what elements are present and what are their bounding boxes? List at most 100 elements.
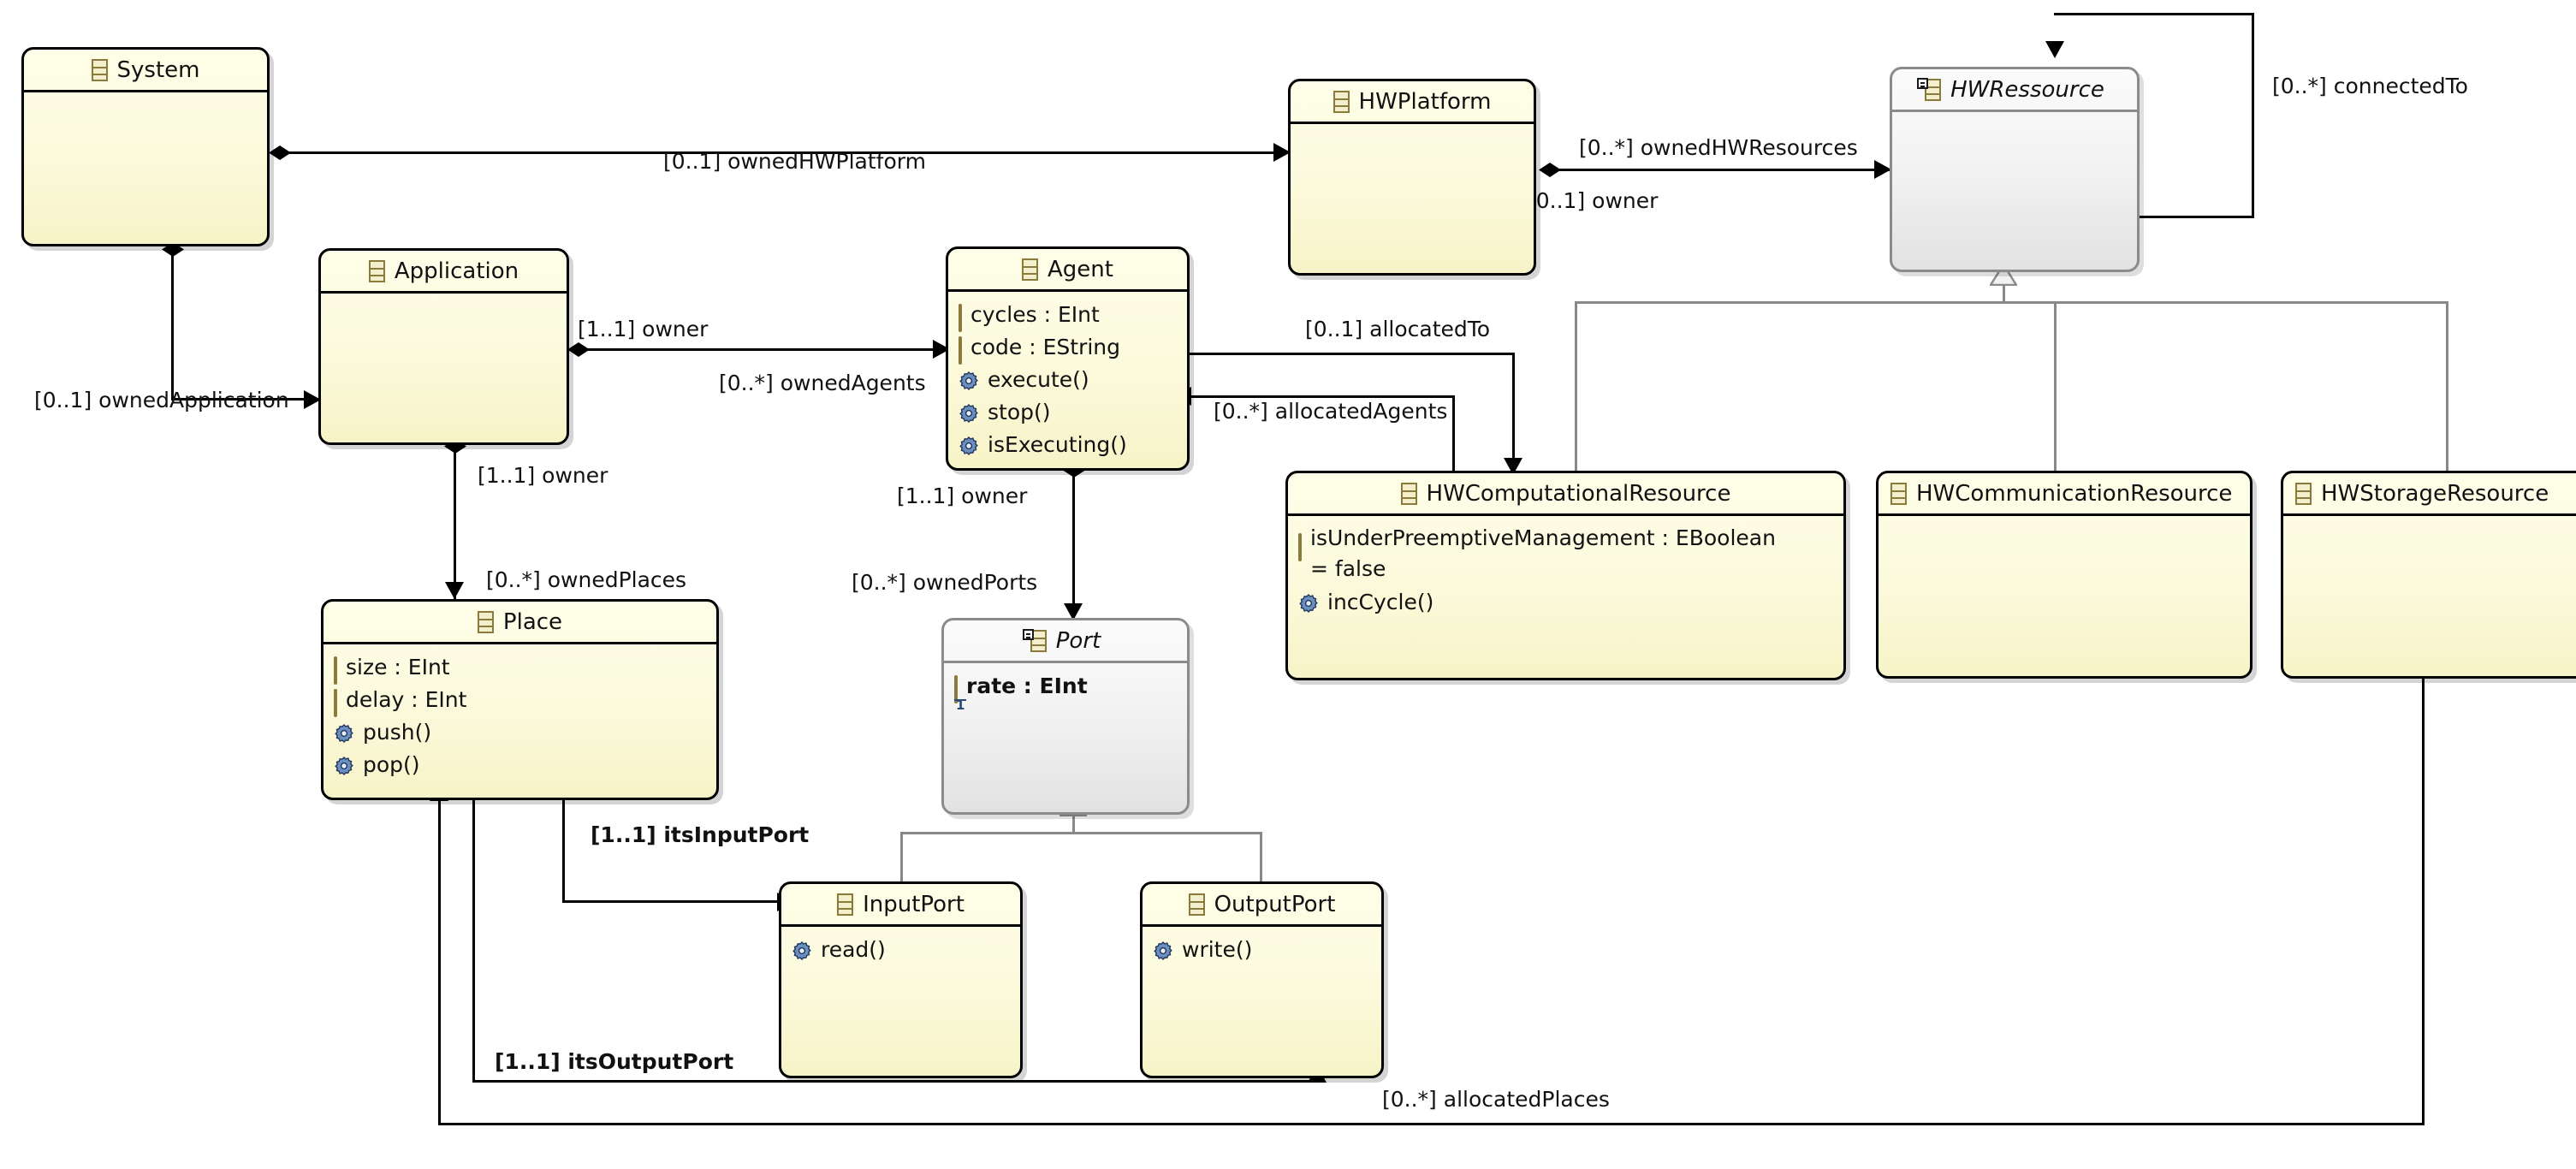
class-header-hwressource: HWRessource	[1892, 69, 2137, 112]
class-body-place: size : EInt delay : EInt push() pop()	[323, 644, 716, 781]
edge-allocatedPlaces-v2	[438, 796, 441, 1125]
class-body-agent: cycles : EInt code : EString execute() s…	[948, 292, 1187, 461]
edge-allocatedAgents-v	[1452, 395, 1455, 477]
abstract-marker-icon	[1022, 628, 1034, 640]
class-name-place: Place	[502, 608, 563, 635]
operation-gear-icon	[959, 371, 979, 391]
class-header-agent: Agent	[948, 249, 1187, 292]
operation-gear-icon	[959, 436, 979, 456]
operation-text: pop()	[363, 752, 420, 777]
class-box-system[interactable]: System	[21, 47, 270, 246]
operation-text: isExecuting()	[988, 432, 1127, 457]
edge-connectedTo-left	[2252, 13, 2254, 218]
edge-label-allocatedPlaces: [0..*] allocatedPlaces	[1382, 1087, 1610, 1112]
abstract-marker-icon	[1917, 77, 1929, 89]
class-header-application: Application	[321, 251, 567, 294]
edge-ownedHWResources-diamond	[1539, 163, 1561, 177]
class-name-hwressource: HWRessource	[1950, 76, 2104, 103]
eclass-icon	[477, 610, 494, 633]
edge-label-connectedTo: [0..*] connectedTo	[2272, 74, 2468, 98]
gen-hwressource-triangle	[1990, 264, 2017, 286]
eclass-icon	[1022, 258, 1039, 281]
class-box-hwcommunicationresource[interactable]: HWCommunicationResource	[1876, 471, 2253, 679]
class-name-port: Port	[1055, 627, 1101, 654]
class-header-hwcomputationalresource: HWComputationalResource	[1288, 473, 1843, 516]
class-box-outputport[interactable]: OutputPort write()	[1140, 881, 1384, 1078]
class-box-hwressource[interactable]: HWRessource	[1890, 67, 2140, 272]
class-body-hwressource	[1892, 112, 2137, 119]
edge-label-ownedAgents: [0..*] ownedAgents	[719, 371, 926, 395]
attribute-icon	[959, 304, 962, 332]
edge-label-allocatedTo: [0..1] allocatedTo	[1305, 317, 1491, 341]
class-box-place[interactable]: Place size : EInt delay : EInt push()	[321, 599, 719, 800]
gen-port-stem	[1072, 813, 1075, 834]
class-body-hwcommunicationresource	[1879, 516, 2250, 523]
operation-text: execute()	[988, 367, 1089, 392]
gen-port-bus	[900, 832, 1262, 834]
operation-gear-icon	[792, 941, 812, 961]
class-box-hwplatform[interactable]: HWPlatform	[1288, 79, 1536, 276]
operation-gear-icon	[959, 403, 979, 424]
edge-label-ownedPorts: [0..*] ownedPorts	[852, 570, 1038, 595]
edge-label-owner-app: [1..1] owner	[578, 317, 709, 341]
edge-ownedHWPlatform-line	[282, 151, 1288, 154]
attribute-row: code : EString	[948, 331, 1187, 365]
class-box-port[interactable]: Port 1 rate : EInt	[941, 618, 1190, 815]
class-name-application: Application	[394, 258, 519, 284]
operation-row: write()	[1143, 934, 1381, 966]
edge-label-ownedPlaces: [0..*] ownedPlaces	[486, 567, 687, 592]
attribute-row: 1 rate : EInt	[944, 670, 1187, 712]
edge-connectedTo-arrow	[2045, 41, 2064, 58]
attribute-row: cycles : EInt	[948, 299, 1187, 332]
class-header-outputport: OutputPort	[1143, 884, 1381, 927]
edge-itsOutputPort-v	[472, 800, 475, 1083]
edge-connectedTo-top	[2054, 13, 2254, 15]
eclass-icon	[1188, 893, 1205, 916]
eclass-icon	[1890, 482, 1907, 505]
class-name-agent: Agent	[1048, 256, 1113, 282]
operation-row: isExecuting()	[948, 429, 1187, 461]
eclass-icon	[837, 893, 854, 916]
eclass-icon	[1400, 482, 1417, 505]
class-name-hwcomputationalresource: HWComputationalResource	[1426, 480, 1731, 507]
class-body-port: 1 rate : EInt	[944, 663, 1187, 712]
eclass-icon	[1333, 90, 1350, 113]
attribute-row: isUnderPreemptiveManagement : EBoolean =…	[1288, 523, 1843, 586]
operation-gear-icon	[1298, 593, 1319, 614]
edge-ownedPorts-arrow	[1064, 603, 1083, 620]
edge-ownedApplication-arrow	[304, 390, 321, 409]
edge-ownedHWResources-line	[1553, 169, 1890, 171]
edge-label-allocatedAgents: [0..*] allocatedAgents	[1214, 399, 1448, 424]
class-name-hwcommunicationresource: HWCommunicationResource	[1916, 480, 2233, 507]
operation-text: stop()	[988, 400, 1051, 424]
class-box-application[interactable]: Application	[318, 248, 569, 445]
class-box-hwstorageresource[interactable]: HWStorageResource	[2281, 471, 2576, 679]
class-box-inputport[interactable]: InputPort read()	[779, 881, 1023, 1078]
attribute-text: code : EString	[970, 335, 1121, 359]
attribute-multiplicity-label: 1	[956, 697, 965, 713]
edge-label-ownedHWPlatform: [0..1] ownedHWPlatform	[663, 149, 926, 174]
operation-row: incCycle()	[1288, 586, 1843, 619]
operation-row: read()	[781, 934, 1020, 966]
edge-ownedHWPlatform-arrow	[1273, 143, 1291, 162]
operation-gear-icon	[334, 756, 354, 776]
attribute-icon	[1298, 533, 1302, 561]
gen-hwressource-stem	[2003, 282, 2005, 304]
class-box-agent[interactable]: Agent cycles : EInt code : EString execu…	[946, 246, 1190, 471]
edge-ownedPorts-line	[1072, 469, 1075, 619]
class-body-hwstorageresource	[2283, 516, 2576, 523]
class-name-hwstorageresource: HWStorageResource	[2321, 480, 2549, 507]
class-header-hwstorageresource: HWStorageResource	[2283, 473, 2576, 516]
class-header-place: Place	[323, 602, 716, 644]
eclass-icon	[1917, 77, 1942, 101]
eclass-icon	[91, 58, 108, 81]
attribute-icon	[334, 656, 337, 685]
class-box-hwcomputationalresource[interactable]: HWComputationalResource isUnderPreemptiv…	[1285, 471, 1846, 680]
gen-hwressource-bus	[1575, 301, 2448, 304]
gen-hwcomp-riser	[1575, 301, 1577, 472]
operation-gear-icon	[1153, 941, 1173, 961]
edge-allocatedTo-h	[1190, 353, 1515, 355]
edge-label-owner-place: [1..1] owner	[478, 463, 608, 488]
gen-inputport-riser	[900, 832, 903, 883]
